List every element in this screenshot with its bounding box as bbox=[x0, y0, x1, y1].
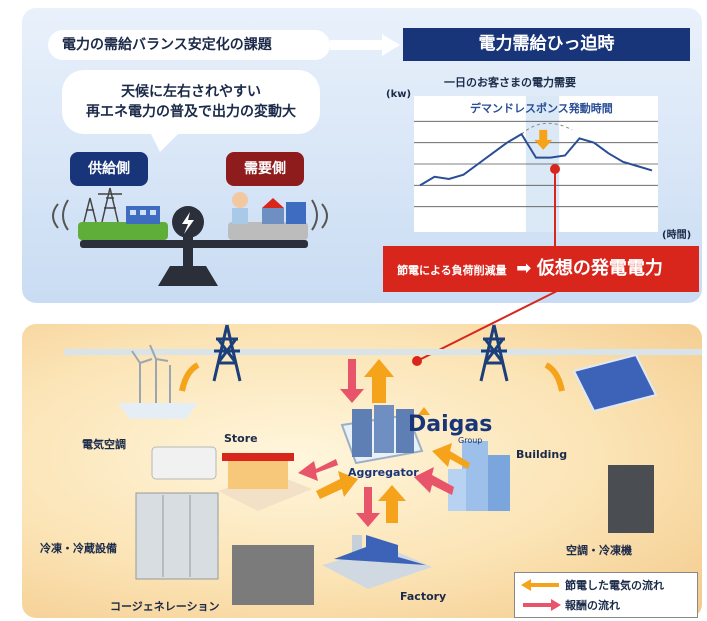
legend-saved-flow: 節電した電気の流れ bbox=[565, 579, 664, 592]
aggregator-label: Aggregator bbox=[348, 466, 419, 479]
bubble-line-1: 天候に左右されやすい bbox=[121, 84, 261, 100]
balance-scale-illustration bbox=[52, 187, 328, 286]
y-axis-unit: (kw) bbox=[386, 89, 412, 100]
right-arrow-icon bbox=[330, 34, 400, 56]
virtual-power-text: 仮想の発電電力 bbox=[536, 258, 663, 279]
daigas-logo: Daigas bbox=[408, 412, 493, 437]
bubble-tail bbox=[150, 132, 180, 152]
bubble-line-2: 再エネ電力の普及で出力の変動大 bbox=[86, 104, 296, 120]
chiller-label: 空調・冷凍機 bbox=[566, 544, 632, 557]
pink-arrow-icon bbox=[523, 599, 561, 611]
dr-window-label: デマンドレスポンス発動時間 bbox=[470, 102, 613, 115]
orange-arrow-icon bbox=[521, 579, 559, 591]
network-illustration bbox=[64, 290, 702, 605]
x-axis-unit: (時間) bbox=[662, 230, 692, 241]
legend-reward-flow: 報酬の流れ bbox=[565, 599, 620, 612]
renewable-bubble: 天候に左右されやすい 再エネ電力の普及で出力の変動大 bbox=[62, 70, 320, 134]
demand-series-line bbox=[419, 132, 653, 187]
factory-label: Factory bbox=[400, 590, 447, 603]
tight-supply-banner: 電力需給ひっ迫時 bbox=[403, 28, 690, 61]
supply-side-badge: 供給側 bbox=[70, 152, 148, 186]
right-arrow-icon: ➡ bbox=[516, 258, 532, 279]
store-label: Store bbox=[224, 432, 258, 445]
building-label: Building bbox=[516, 448, 568, 461]
demand-chart bbox=[414, 96, 658, 232]
cogeneration-label: コージェネレーション bbox=[110, 600, 220, 613]
load-reduction-text: 節電による負荷削減量 bbox=[397, 264, 507, 277]
issue-heading: 電力の需給バランス安定化の課題 bbox=[48, 30, 330, 60]
demand-side-badge: 需要側 bbox=[226, 152, 304, 186]
demand-chart-svg bbox=[414, 96, 658, 232]
daigas-logo-sub: Group bbox=[458, 436, 483, 445]
connector-line bbox=[550, 164, 560, 252]
legend: 節電した電気の流れ 報酬の流れ bbox=[514, 572, 698, 618]
reduction-arrow-icon bbox=[534, 129, 553, 150]
virtual-power-banner: 節電による負荷削減量 ➡ 仮想の発電電力 bbox=[383, 246, 699, 292]
aircon-label: 電気空調 bbox=[82, 438, 126, 451]
unreduced-demand-curve bbox=[521, 122, 573, 135]
chart-title: 一日のお客さまの電力需要 bbox=[444, 76, 576, 89]
freezer-label: 冷凍・冷蔵設備 bbox=[40, 542, 117, 555]
